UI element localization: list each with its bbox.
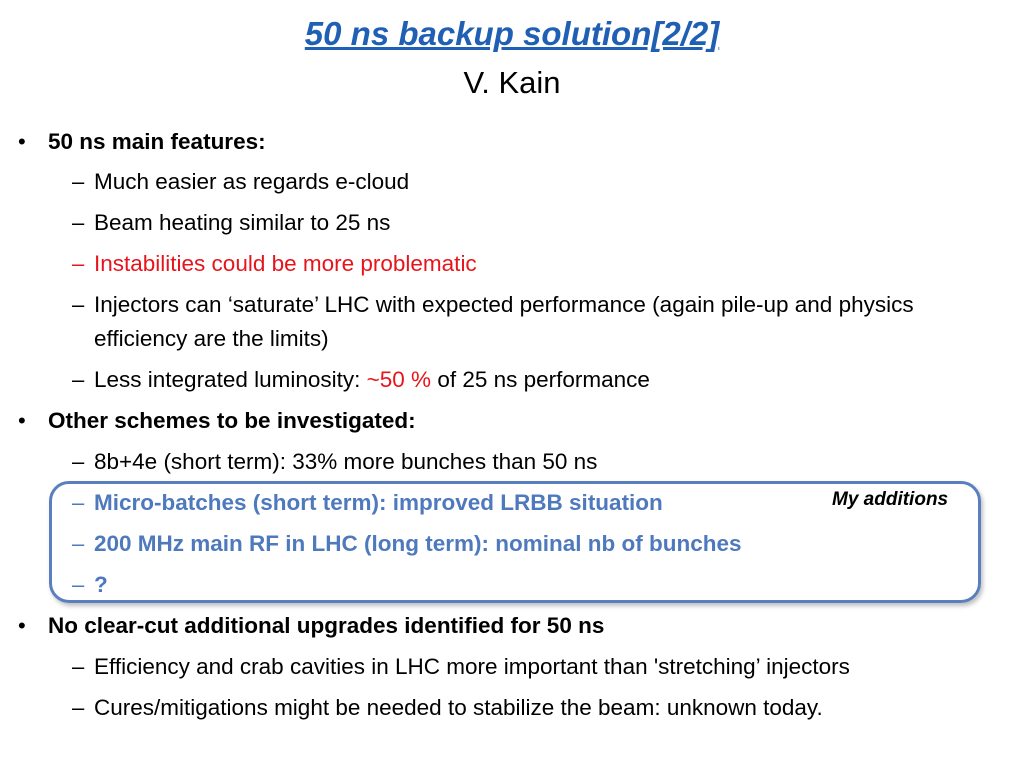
item-less-luminosity: Less integrated luminosity: ~50 % of 25 … (94, 366, 650, 394)
dash-glyph: – (72, 449, 85, 474)
slide-title: 50 ns backup solution[2/2] (304, 15, 720, 52)
bullet-other-schemes: Other schemes to be investigated: (48, 408, 416, 433)
dash-glyph: – (72, 292, 85, 317)
dash-glyph: – (72, 367, 85, 392)
item-8b4e: 8b+4e (short term): 33% more bunches tha… (94, 449, 598, 474)
additions-label: My additions (832, 489, 949, 510)
less-lumi-suffix: of 25 ns performance (431, 367, 650, 392)
item-injectors-saturate: Injectors can ‘saturate’ LHC with expect… (94, 292, 914, 351)
item-200mhz-rf: 200 MHz main RF in LHC (long term): nomi… (94, 531, 742, 556)
dash-glyph: – (72, 251, 85, 276)
bullet-main-features: 50 ns main features: (48, 129, 266, 154)
item-easier-ecloud: Much easier as regards e-cloud (94, 169, 410, 194)
dash-glyph: – (72, 169, 85, 194)
item-question: ? (94, 572, 108, 597)
dash-glyph: – (72, 572, 85, 597)
item-beam-heating: Beam heating similar to 25 ns (94, 210, 391, 235)
dash-glyph: – (72, 654, 85, 679)
item-cures: Cures/mitigations might be needed to sta… (94, 695, 823, 720)
item-efficiency-crab: Efficiency and crab cavities in LHC more… (94, 654, 850, 679)
item-instabilities: Instabilities could be more problematic (94, 251, 477, 276)
item-micro-batches: Micro-batches (short term): improved LRB… (94, 490, 663, 515)
bullet-glyph: • (18, 129, 26, 154)
less-lumi-value: ~50 % (366, 367, 432, 392)
bullet-glyph: • (18, 408, 26, 433)
dash-glyph: – (72, 490, 85, 515)
less-lumi-prefix: Less integrated luminosity: (94, 367, 367, 392)
dash-glyph: – (72, 210, 85, 235)
slide-subtitle: V. Kain (463, 65, 561, 100)
additions-box (49, 481, 981, 603)
dash-glyph: – (72, 695, 85, 720)
bullet-glyph: • (18, 613, 26, 638)
dash-glyph: – (72, 531, 85, 556)
bullet-no-clear-cut: No clear-cut additional upgrades identif… (48, 613, 605, 638)
